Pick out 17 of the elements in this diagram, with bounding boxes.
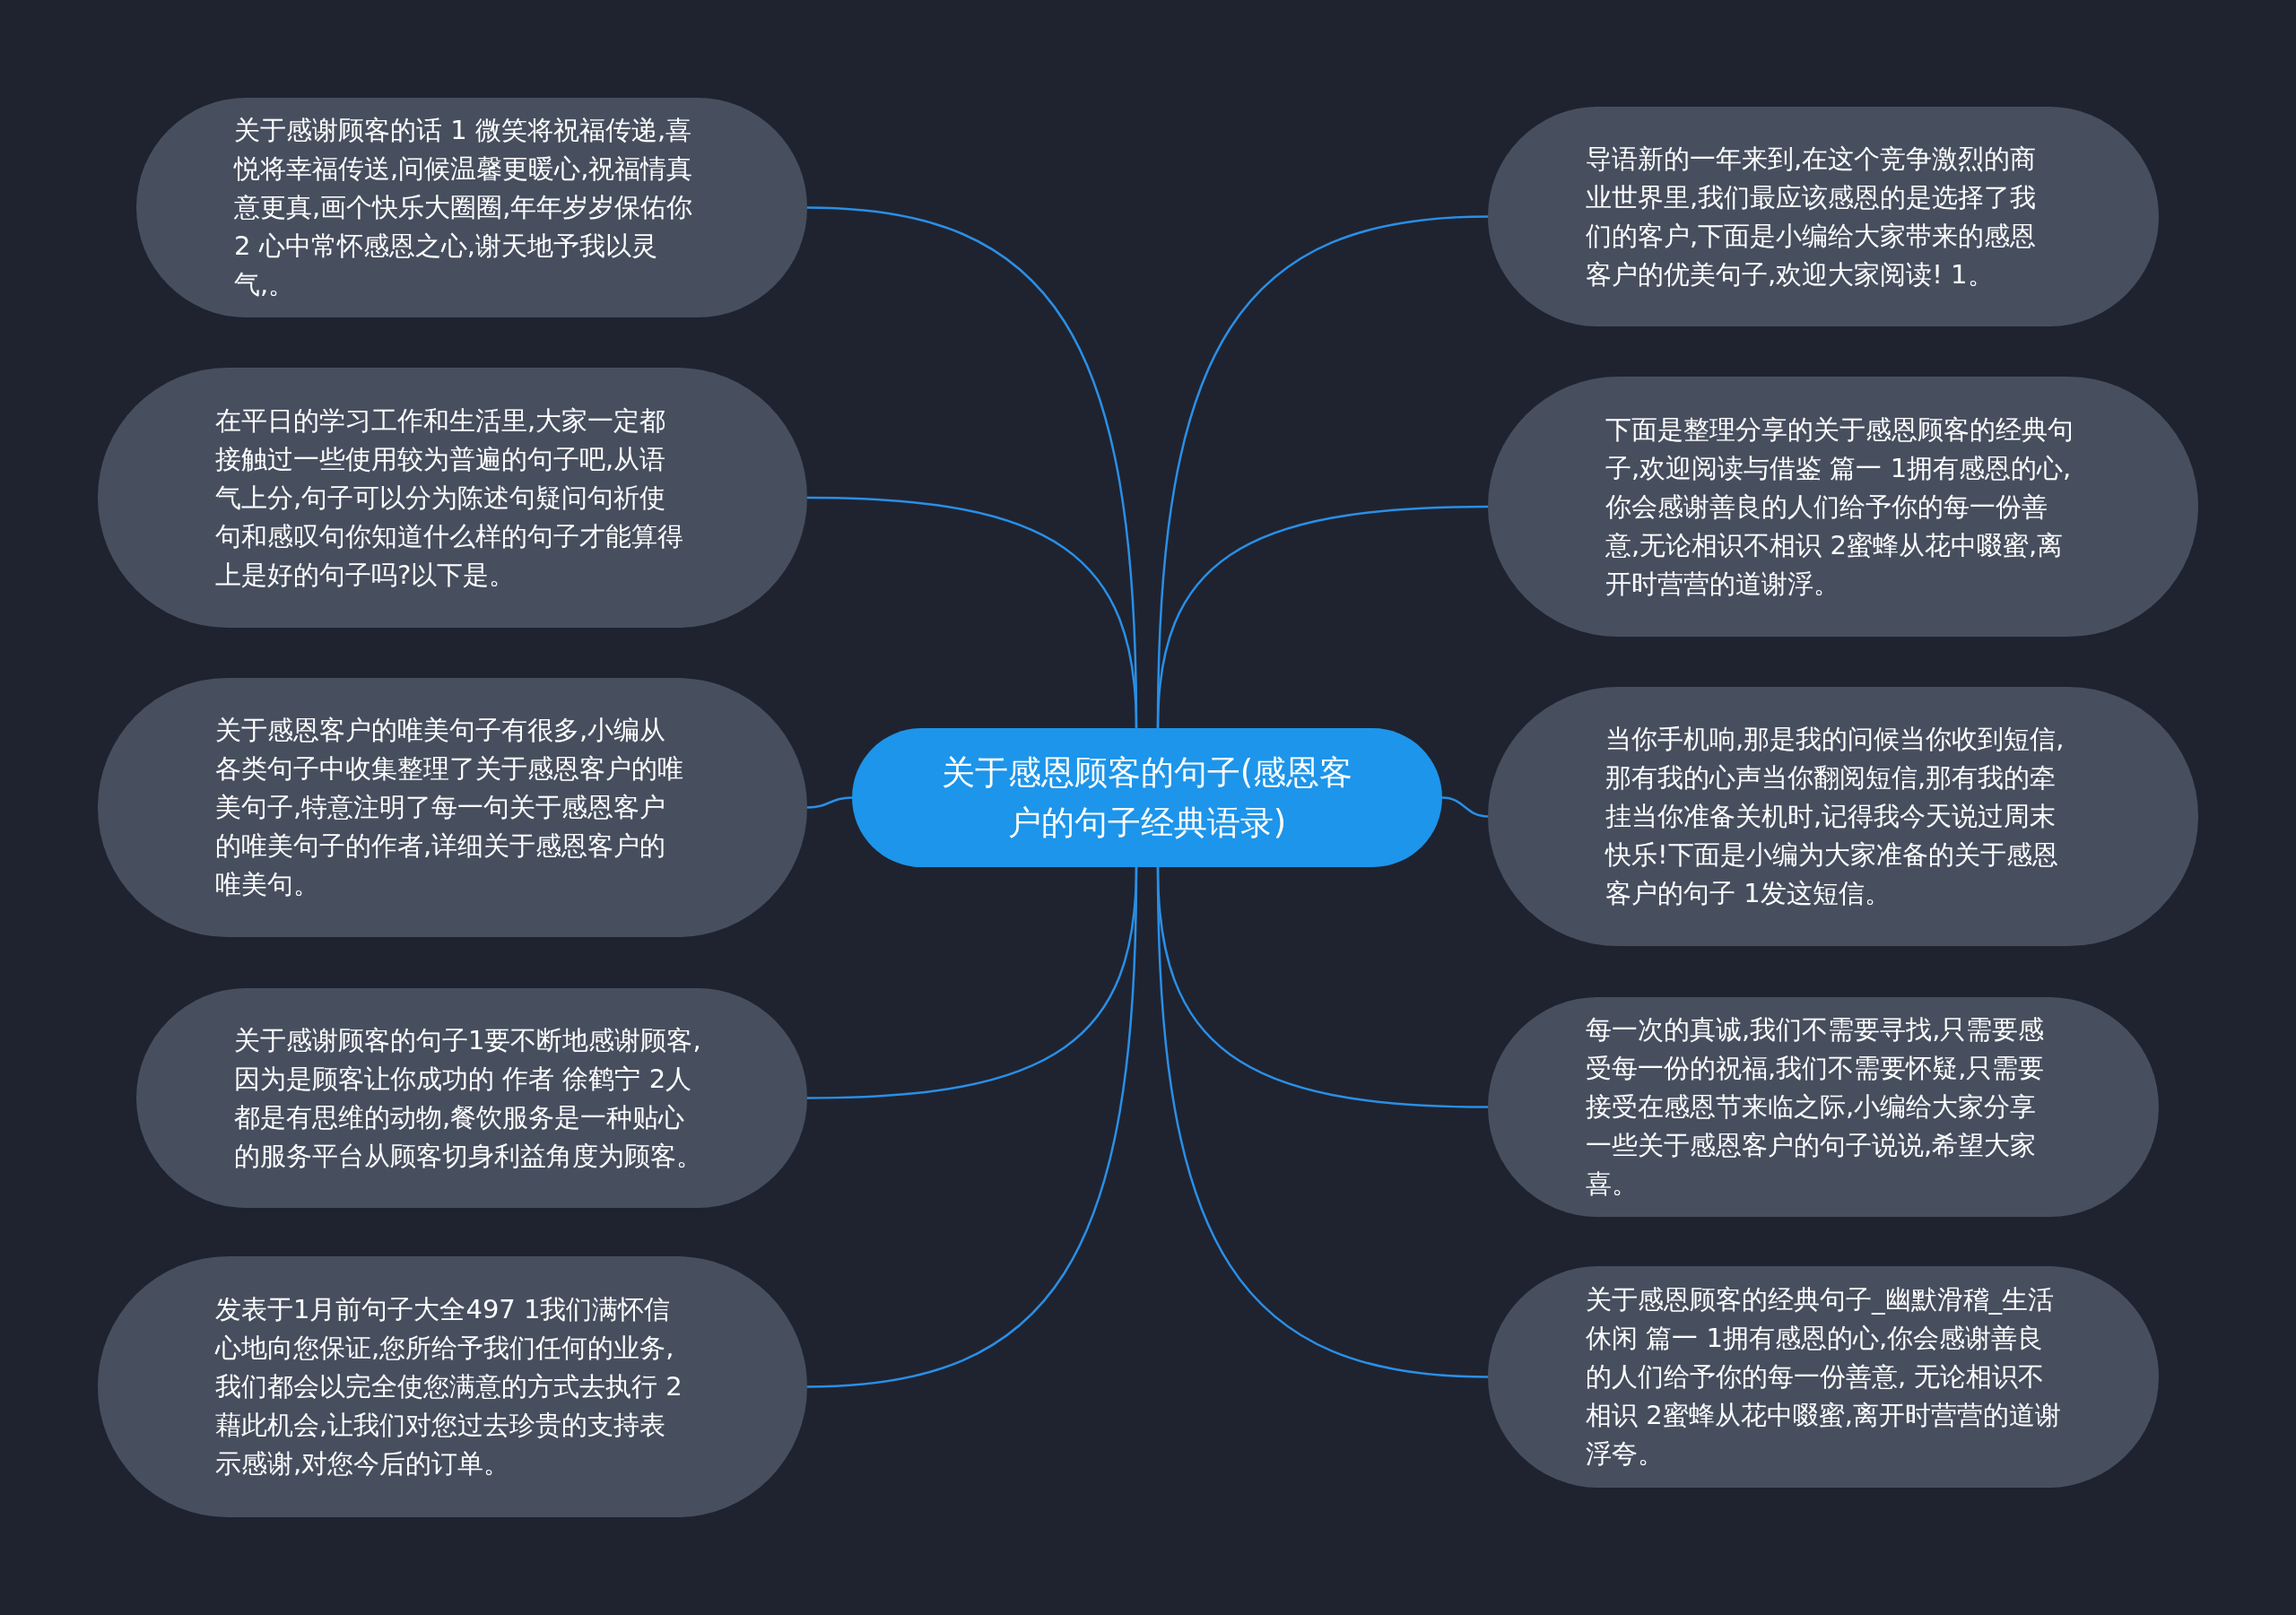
connector-curve — [806, 496, 1138, 729]
topic-bubble: 关于感谢顾客的句子1要不断地感谢顾客,因为是顾客让你成功的 作者 徐鹤宁 2人都是有思维的动物,餐饮服务是一种贴心的服务平台从顾客切身利益角度为顾客。 — [136, 988, 807, 1208]
topic-bubble: 下面是整理分享的关于感恩顾客的经典句子,欢迎阅读与借鉴 篇一 1拥有感恩的心,你会感谢善良的人们给予你的每一份善意,无论相识不相识 2蜜蜂从花中啜蜜,离开时营营的道谢浮。 — [1488, 377, 2198, 637]
topic-bubble: 关于感谢顾客的话 1 微笑将祝福传递,喜悦将幸福传送,问候温馨更暖心,祝福情真意更真,画个快乐大圈圈,年年岁岁保佑你 2 心中常怀感恩之心,谢天地予我以灵气,。 — [136, 98, 807, 317]
connector-curve — [806, 866, 1138, 1388]
topic-bubble: 导语新的一年来到,在这个竞争激烈的商业世界里,我们最应该感恩的是选择了我们的客户,下面是小编给大家带来的感恩客户的优美句子,欢迎大家阅读! 1。 — [1488, 107, 2159, 326]
central-topic: 关于感恩顾客的句子(感恩客户的句子经典语录) — [852, 728, 1442, 867]
connector-curve — [806, 796, 853, 809]
topic-bubble: 当你手机响,那是我的问候当你收到短信,那有我的心声当你翻阅短信,那有我的牵挂当你准备关机时,记得我今天说过周末快乐!下面是小编为大家准备的关于感恩客户的句子 1发这短信。 — [1488, 687, 2198, 946]
connector-curve — [1441, 796, 1489, 818]
topic-bubble: 每一次的真诚,我们不需要寻找,只需要感受每一份的祝福,我们不需要怀疑,只需要接受在感恩节来临之际,小编给大家分享一些关于感恩客户的句子说说,希望大家喜。 — [1488, 997, 2159, 1217]
topic-bubble: 在平日的学习工作和生活里,大家一定都接触过一些使用较为普遍的句子吧,从语气上分,句子可以分为陈述句疑问句祈使句和感叹句你知道什么样的句子才能算得上是好的句子吗?以下是。 — [98, 368, 807, 628]
topic-bubble: 发表于1月前句子大全497 1我们满怀信心地向您保证,您所给予我们任何的业务,我们都会以完全使您满意的方式去执行 2藉此机会,让我们对您过去珍贵的支持表示感谢,对您今后的订单。 — [98, 1256, 807, 1517]
topic-bubble: 关于感恩客户的唯美句子有很多,小编从各类句子中收集整理了关于感恩客户的唯美句子,特意注明了每一句关于感恩客户的唯美句子的作者,详细关于感恩客户的唯美句。 — [98, 678, 807, 937]
connector-curve — [1156, 505, 1489, 729]
connector-curve — [1156, 866, 1489, 1378]
topic-bubble: 关于感恩顾客的经典句子_幽默滑稽_生活休闲 篇一 1拥有感恩的心,你会感谢善良的人们给予你的每一份善意, 无论相识不相识 2蜜蜂从花中啜蜜,离开时营营的道谢浮夸。 — [1488, 1266, 2159, 1488]
